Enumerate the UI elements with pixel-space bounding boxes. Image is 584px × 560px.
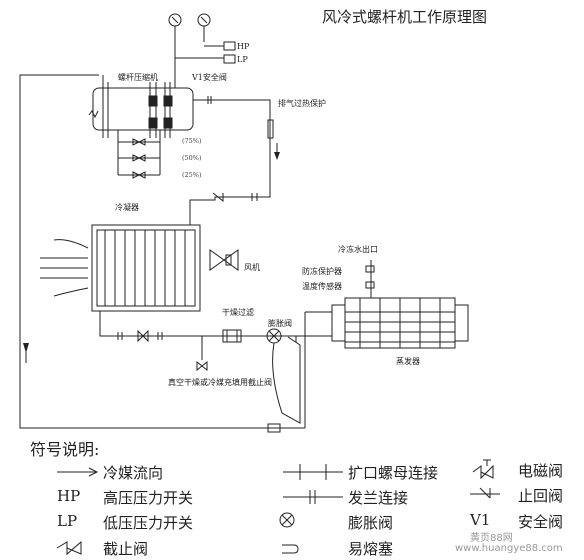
airflow-arrows: [40, 239, 89, 297]
check-valve-icon: [212, 192, 224, 203]
flow-arrow-icon: [274, 152, 280, 160]
legend-item-fusible-plug: 易熔塞: [348, 540, 394, 558]
capacity-25-label: (25%): [182, 171, 202, 179]
condenser-coil: [91, 212, 201, 312]
water-outlet-label: 冷冻水出口: [338, 245, 378, 254]
capacity-valves: [117, 130, 161, 179]
condenser-label: 冷凝器: [115, 203, 139, 212]
legend-item-expansion-valve: 膨胀阀: [348, 514, 394, 532]
stop-valve-icon: [56, 540, 82, 556]
screw-compressor: [88, 58, 194, 138]
lp-switch-box: [223, 54, 236, 64]
discharge-protector: [267, 119, 274, 139]
vacuum-valve-note: 真空干燥或冷媒充填用截止阀: [168, 378, 272, 387]
legend-symbol-lp: LP: [57, 512, 78, 530]
legend-symbol-v1: V1: [470, 511, 491, 529]
discharge-pipe: [189, 99, 271, 212]
legend-item-safety-valve: 安全阀: [518, 513, 564, 531]
dryer-filter-label: 干燥过滤: [222, 308, 254, 317]
capacity-75-label: (75%): [182, 137, 202, 145]
watermark-site-name: 黄页88网: [470, 533, 513, 544]
fan-icon: [209, 249, 239, 271]
flange-icon: [283, 490, 343, 504]
legend-item-lp-switch: 低压压力开关: [103, 514, 194, 532]
expansion-valve-icon: [279, 512, 295, 528]
compressor-label: 螺杆压缩机: [118, 73, 158, 82]
hp-switch-label: HP: [237, 42, 250, 51]
expansion-valve-label: 膨胀阀: [268, 319, 292, 328]
hp-switch-box: [223, 41, 236, 51]
fusible-plug-icon: [282, 544, 299, 554]
legend-heading: 符号说明:: [30, 440, 100, 459]
fusible-plug: [267, 423, 281, 433]
fan-label: 风机: [244, 263, 260, 272]
legend-item-flange: 发兰连接: [348, 489, 409, 507]
legend-icons: [56, 459, 500, 556]
temp-sensor-label: 温度传感器: [302, 282, 342, 291]
arrow-icon: [57, 467, 99, 477]
legend-symbol-hp: HP: [57, 487, 81, 505]
exhaust-protect-label: 排气过热保护: [278, 99, 326, 108]
solenoid-valve-icon: [472, 459, 494, 480]
suction-return-pipe: [19, 74, 268, 429]
antifreeze-label: 防冻保护器: [302, 267, 342, 276]
stop-valve-icon: [137, 329, 149, 343]
expansion-valve-icon: [266, 328, 301, 424]
safety-valve-label: V1安全阀: [192, 73, 227, 82]
pressure-gauge-icon: [168, 13, 182, 58]
pressure-gauge-icon: [197, 13, 211, 42]
evaporator-shell: [331, 297, 469, 349]
legend-item-check-valve: 止回阀: [518, 487, 564, 505]
flare-nut-icon: [283, 464, 343, 480]
legend-item-solenoid-valve: 电磁阀: [518, 462, 564, 480]
legend-item-stop-valve: 截止阀: [103, 540, 149, 558]
capacity-50-label: (50%): [182, 154, 202, 162]
legend-item-refrigerant-flow: 冷媒流向: [103, 464, 164, 482]
legend-item-hp-switch: 高压压力开关: [103, 489, 194, 507]
watermark-url: www.huangye88.com: [455, 543, 563, 554]
dryer-filter: [222, 329, 242, 343]
lp-switch-label: LP: [237, 55, 248, 64]
check-valve-icon: [470, 487, 500, 499]
diagram-title: 风冷式螺杆机工作原理图: [322, 8, 488, 26]
evaporator-label: 蒸发器: [396, 357, 420, 366]
legend-item-flare-nut: 扩口螺母连接: [348, 464, 439, 482]
